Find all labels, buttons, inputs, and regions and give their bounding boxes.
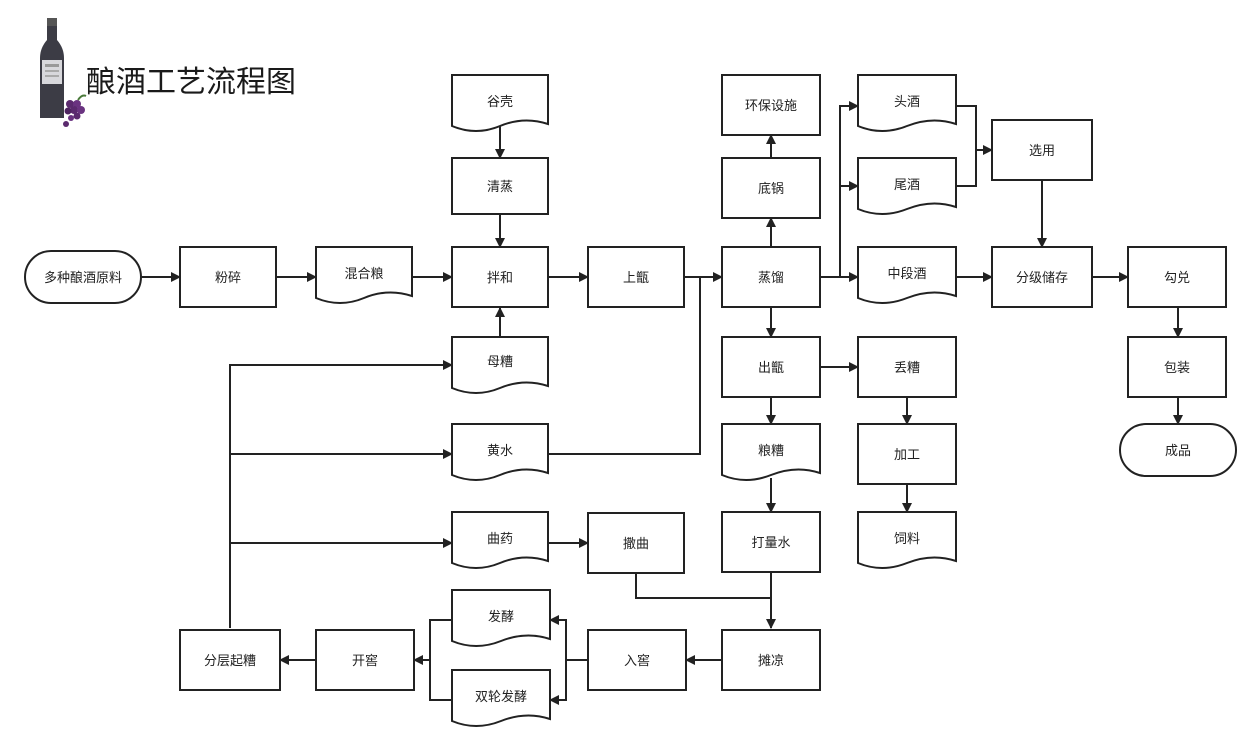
node-into-cellar: 入窖 [587, 629, 687, 691]
node-discard-grain: 丢糟 [857, 336, 957, 398]
page-title: 酿酒工艺流程图 [86, 65, 296, 100]
node-ferment-label: 发酵 [488, 609, 514, 625]
node-crush-label: 粉碎 [215, 271, 241, 286]
node-package: 包装 [1127, 336, 1227, 398]
node-mixed-grain-label: 混合粮 [344, 267, 383, 282]
node-mix: 拌和 [451, 246, 549, 308]
node-yellow-water: 黄水 [451, 423, 549, 481]
node-grade-store-label: 分级储存 [1016, 271, 1068, 286]
node-package-label: 包装 [1164, 361, 1190, 376]
node-distill-label: 蒸馏 [758, 271, 784, 286]
node-grain-residue: 粮糟 [721, 423, 821, 481]
node-discard-grain-label: 丢糟 [894, 361, 920, 376]
node-head-liquor-label: 头酒 [894, 95, 920, 110]
node-open-cellar: 开窖 [315, 629, 415, 691]
node-open-cellar-label: 开窖 [352, 653, 378, 669]
node-spread-koji-label: 撒曲 [623, 536, 649, 552]
node-tail-liquor: 尾酒 [857, 157, 957, 215]
node-bottom-pot: 底锅 [721, 157, 821, 219]
node-bottom-pot-label: 底锅 [758, 181, 784, 197]
node-double-ferment-label: 双轮发酵 [475, 689, 527, 705]
node-process: 加工 [857, 423, 957, 485]
node-cool-label: 摊凉 [758, 654, 784, 669]
node-steam-clean: 清蒸 [451, 157, 549, 215]
node-crush: 粉碎 [179, 246, 277, 308]
node-select-label: 选用 [1029, 144, 1055, 159]
node-load-still-label: 上甑 [623, 271, 649, 286]
node-process-label: 加工 [894, 448, 920, 463]
node-head-liquor: 头酒 [857, 74, 957, 132]
node-middle-liquor-label: 中段酒 [887, 267, 926, 282]
wine-bottle-with-grapes-icon [40, 18, 87, 127]
node-steam-clean-label: 清蒸 [487, 180, 513, 195]
node-into-cellar-label: 入窖 [624, 653, 650, 669]
node-koji-label: 曲药 [487, 532, 513, 547]
node-blend: 勾兑 [1127, 246, 1227, 308]
edges [141, 101, 1183, 705]
node-tail-liquor-label: 尾酒 [894, 178, 920, 193]
node-grain-residue-label: 粮糟 [758, 444, 784, 459]
node-layered-grain: 分层起糟 [179, 629, 281, 691]
node-product: 成品 [1119, 423, 1237, 477]
node-add-water: 打量水 [721, 511, 821, 573]
node-spread-koji: 撒曲 [587, 512, 685, 574]
edge-yellow-distill [548, 276, 722, 455]
node-distill: 蒸馏 [721, 246, 821, 308]
node-husk-label: 谷壳 [487, 95, 513, 110]
node-unload-still-label: 出甑 [758, 361, 784, 376]
node-mother-grain: 母糟 [451, 336, 549, 394]
edge-ferment-join [429, 619, 452, 701]
node-env-facility-label: 环保设施 [745, 99, 797, 114]
edge-cellar-double [549, 660, 567, 705]
node-add-water-label: 打量水 [751, 536, 790, 551]
node-mix-label: 拌和 [487, 271, 513, 286]
edge-spread-join [635, 573, 771, 599]
node-yellow-water-label: 黄水 [487, 444, 513, 459]
node-middle-liquor: 中段酒 [857, 246, 957, 304]
node-husk: 谷壳 [451, 74, 549, 132]
edge-distill-head [820, 101, 859, 278]
node-feed: 饲料 [857, 511, 957, 569]
node-mixed-grain: 混合粮 [315, 246, 413, 304]
node-ferment: 发酵 [451, 589, 551, 647]
node-koji: 曲药 [451, 511, 549, 569]
node-cool: 摊凉 [721, 629, 821, 691]
node-raw: 多种酿酒原料 [24, 250, 142, 304]
node-feed-label: 饲料 [894, 532, 920, 547]
edge-head-tail-join [956, 105, 977, 187]
node-double-ferment: 双轮发酵 [451, 669, 551, 727]
node-unload-still: 出甑 [721, 336, 821, 398]
edge-layered-mother [229, 360, 453, 628]
node-select: 选用 [991, 119, 1093, 181]
node-load-still: 上甑 [587, 246, 685, 308]
node-env-facility: 环保设施 [721, 74, 821, 136]
node-mother-grain-label: 母糟 [487, 355, 513, 370]
node-blend-label: 勾兑 [1164, 271, 1190, 286]
node-grade-store: 分级储存 [991, 246, 1093, 308]
edge-cellar-ferment [549, 615, 588, 661]
node-raw-label: 多种酿酒原料 [44, 270, 122, 286]
node-product-label: 成品 [1165, 444, 1191, 459]
node-layered-grain-label: 分层起糟 [204, 654, 256, 669]
